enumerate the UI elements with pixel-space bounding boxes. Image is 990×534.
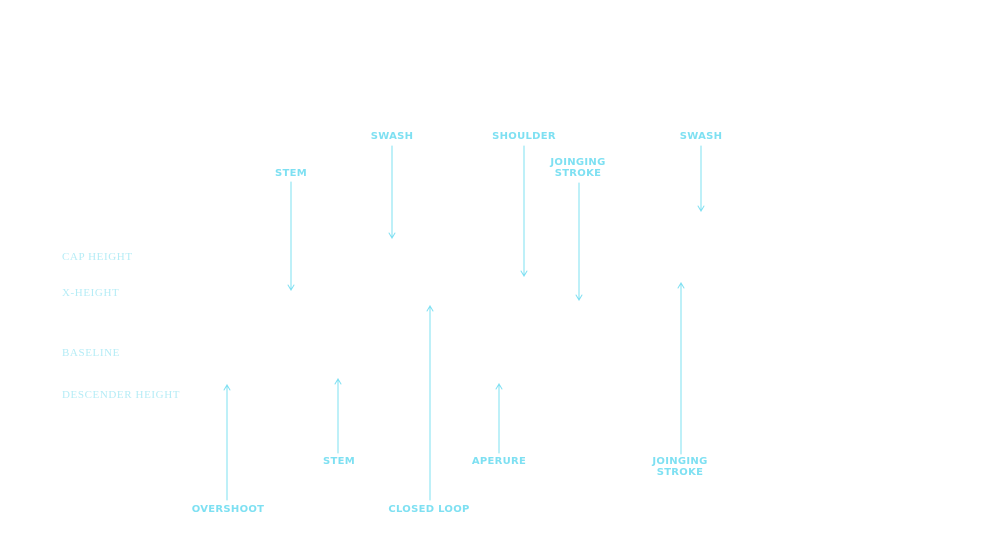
arrow-overshoot — [223, 384, 231, 501]
descender-height-label: DESCENDER HEIGHT — [62, 389, 181, 401]
cap-height-label: CAP HEIGHT — [62, 251, 133, 263]
arrow-stem-top — [287, 181, 295, 291]
arrow-closed-loop — [426, 305, 434, 501]
arrow-swash-right — [697, 145, 705, 212]
callout-joining-stroke-top: JOINGING STROKE — [550, 157, 606, 179]
callout-stem-top: STEM — [274, 168, 308, 179]
arrow-swash-left — [388, 145, 396, 239]
callout-swash-right: SWASH — [679, 131, 723, 142]
x-height-label: X-HEIGHT — [62, 287, 120, 299]
arrow-shoulder — [520, 145, 528, 277]
baseline-label: BASELINE — [62, 347, 120, 359]
callout-joining-stroke-bottom: JOINGING STROKE — [652, 456, 708, 478]
callout-stem-bottom: STEM — [322, 456, 356, 467]
callout-shoulder: SHOULDER — [492, 131, 556, 142]
arrow-stem-bottom — [334, 378, 342, 454]
arrow-aperture — [495, 383, 503, 454]
arrow-joining-stroke-top — [575, 182, 583, 301]
arrow-joining-stroke-bottom — [677, 282, 685, 455]
callout-swash-left: SWASH — [370, 131, 414, 142]
callout-closed-loop: CLOSED LOOP — [388, 504, 470, 515]
callout-aperture: APERURE — [471, 456, 527, 467]
callout-overshoot: OVERSHOOT — [191, 504, 265, 515]
